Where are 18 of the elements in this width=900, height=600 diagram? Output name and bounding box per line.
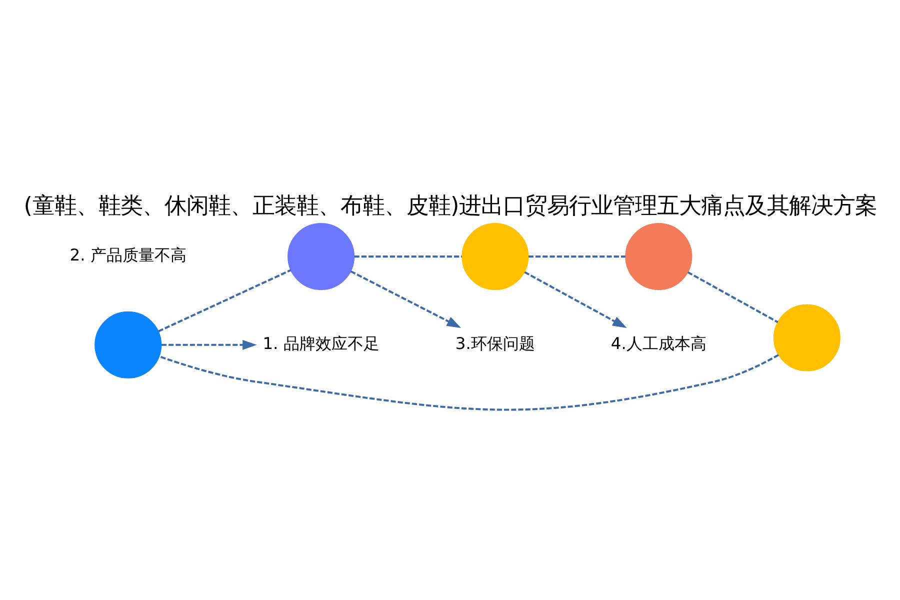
node-circle [461,222,528,290]
connector [158,354,778,410]
diagram-title: (童鞋、鞋类、休闲鞋、正装鞋、布鞋、皮鞋)进出口贸易行业管理五大痛点及其解决方案 [23,192,877,218]
node-text: 3.环保问题 [454,333,534,352]
connector [354,255,462,258]
node-circle [287,222,354,290]
arrow [161,339,256,350]
node-circle [624,222,692,290]
node-text: 1. 品牌效应不足 [262,333,379,352]
node-circle [772,304,840,371]
label: 2. 产品质量不高 [69,244,186,264]
arrow [350,270,461,328]
node-circle [94,310,162,378]
arrow [524,270,626,328]
node-text: 4.人工成本高 [610,333,706,352]
connector [158,268,291,332]
connector [686,270,778,323]
connector [528,255,625,258]
